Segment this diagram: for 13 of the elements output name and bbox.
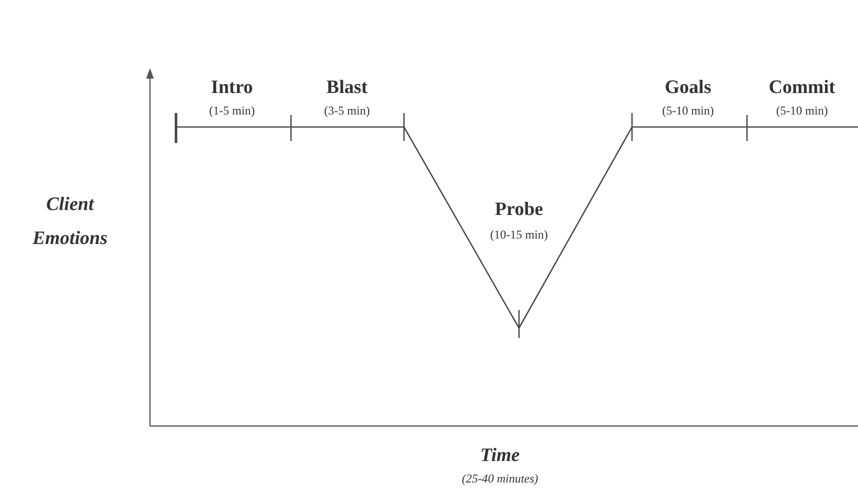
axis-title: Client Emotions bbox=[31, 193, 108, 251]
phase-duration: (5-10 min) bbox=[662, 104, 714, 118]
phase-title: Probe bbox=[494, 199, 544, 221]
phase-duration: (3-5 min) bbox=[324, 104, 370, 118]
phase-duration: (5-10 min) bbox=[776, 104, 828, 118]
phase-title: Blast bbox=[326, 77, 368, 99]
phase-duration: (1-5 min) bbox=[209, 104, 255, 118]
phase-title: Commit bbox=[768, 77, 836, 99]
phase-title: Goals bbox=[664, 77, 712, 99]
axis-title: Time bbox=[480, 445, 520, 467]
phase-title: Intro bbox=[211, 77, 253, 99]
axis-subtitle: (25-40 minutes) bbox=[462, 472, 538, 486]
phase-duration: (10-15 min) bbox=[490, 228, 548, 242]
